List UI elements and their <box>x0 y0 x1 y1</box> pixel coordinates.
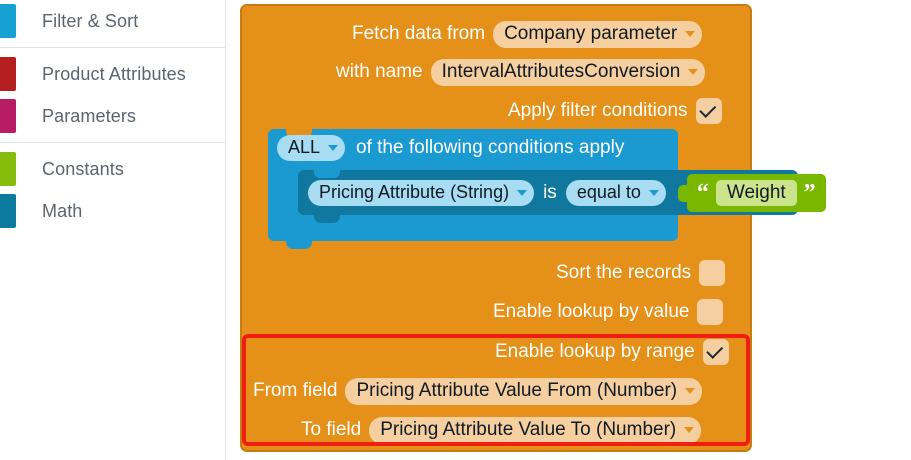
with-name-row: with name IntervalAttributesConversion <box>336 56 706 88</box>
chevron-down-icon <box>517 189 528 196</box>
sidebar-item-label: Parameters <box>42 105 137 126</box>
quote-open-icon: “ <box>696 179 709 206</box>
from-field-row: From field Pricing Attribute Value From … <box>253 375 703 407</box>
sidebar-item-label: Math <box>42 200 83 221</box>
quantifier-suffix-label: of the following conditions apply <box>356 136 625 158</box>
parameter-name-dropdown[interactable]: IntervalAttributesConversion <box>430 58 706 86</box>
comparison-block[interactable]: Pricing Attribute (String) is equal to “… <box>298 169 826 223</box>
block-plug-tab <box>677 184 688 202</box>
block-bottom-tab <box>286 240 312 249</box>
sidebar-group-1: Filter & Sort <box>0 0 226 42</box>
attribute-value: Pricing Attribute (String) <box>319 182 510 202</box>
fetch-source-dropdown[interactable]: Company parameter <box>493 20 703 48</box>
sidebar-item-label: Constants <box>42 158 124 179</box>
lookup-by-range-row: Enable lookup by range <box>495 336 729 368</box>
quantifier-dropdown[interactable]: ALL <box>277 134 346 161</box>
sidebar-item-filter-and-sort[interactable]: Filter & Sort <box>0 0 226 42</box>
parameters-color-swatch <box>0 99 16 133</box>
chevron-down-icon <box>648 189 659 196</box>
sidebar-divider-2 <box>0 142 226 143</box>
to-field-label: To field <box>301 419 362 440</box>
constants-color-swatch <box>0 152 16 186</box>
sort-records-label: Sort the records <box>556 262 692 283</box>
comparison-row: Pricing Attribute (String) is equal to “… <box>298 170 826 215</box>
lookup-by-value-checkbox[interactable] <box>697 299 724 325</box>
with-name-label: with name <box>336 61 423 82</box>
fetch-data-from-label: Fetch data from <box>352 23 486 44</box>
block-top-notch <box>314 169 340 178</box>
check-icon <box>706 341 724 359</box>
to-field-row: To field Pricing Attribute Value To (Num… <box>301 414 702 446</box>
category-sidebar: Filter & Sort Product Attributes Paramet… <box>0 0 226 460</box>
apply-filter-conditions-label: Apply filter conditions <box>508 100 688 121</box>
condition-group-block[interactable]: ALL of the following conditions apply Pr… <box>268 128 826 249</box>
apply-filter-conditions-row: Apply filter conditions <box>508 95 722 127</box>
from-field-label: From field <box>253 380 338 401</box>
quote-close-icon: ” <box>803 179 816 206</box>
lookup-by-value-label: Enable lookup by value <box>493 301 690 322</box>
from-field-value: Pricing Attribute Value From (Number) <box>356 380 678 401</box>
fetch-source-value: Company parameter <box>504 23 678 44</box>
math-color-swatch <box>0 194 16 228</box>
attribute-dropdown[interactable]: Pricing Attribute (String) <box>308 179 535 206</box>
product-attributes-color-swatch <box>0 57 16 91</box>
chevron-down-icon <box>684 427 695 433</box>
block-top-notch <box>286 128 312 137</box>
chevron-down-icon <box>688 69 699 75</box>
sidebar-border <box>225 0 226 460</box>
sidebar-item-label: Product Attributes <box>42 63 186 84</box>
sidebar-group-2: Product Attributes Parameters <box>0 53 226 137</box>
string-literal-block[interactable]: “ Weight ” <box>677 173 826 212</box>
comparison-operator-word: is <box>543 181 557 203</box>
chevron-down-icon <box>685 31 696 37</box>
fetch-data-from-row: Fetch data from Company parameter <box>352 18 703 50</box>
quantifier-row: ALL of the following conditions apply <box>268 129 678 166</box>
sidebar-item-math[interactable]: Math <box>0 190 226 232</box>
sidebar-group-3: Constants Math <box>0 148 226 232</box>
sidebar-divider-1 <box>0 47 226 48</box>
sidebar-item-constants[interactable]: Constants <box>0 148 226 190</box>
quantifier-value: ALL <box>288 137 321 157</box>
operator-dropdown[interactable]: equal to <box>565 179 666 206</box>
chevron-down-icon <box>328 144 339 151</box>
block-bottom-tab <box>314 214 340 223</box>
sidebar-item-product-attributes[interactable]: Product Attributes <box>0 53 226 95</box>
sort-records-checkbox[interactable] <box>699 260 726 286</box>
sort-records-row: Sort the records <box>556 257 726 289</box>
lookup-by-range-checkbox[interactable] <box>702 339 729 365</box>
to-field-dropdown[interactable]: Pricing Attribute Value To (Number) <box>369 416 702 444</box>
lookup-by-range-label: Enable lookup by range <box>495 341 695 362</box>
sidebar-item-label: Filter & Sort <box>42 10 139 31</box>
parameter-name-value: IntervalAttributesConversion <box>441 61 681 82</box>
filter-and-sort-color-swatch <box>0 4 16 38</box>
lookup-by-value-row: Enable lookup by value <box>493 296 724 328</box>
string-literal-input[interactable]: Weight <box>715 179 797 206</box>
check-icon <box>699 100 717 118</box>
operator-value: equal to <box>576 182 641 202</box>
sidebar-item-parameters[interactable]: Parameters <box>0 95 226 137</box>
from-field-dropdown[interactable]: Pricing Attribute Value From (Number) <box>345 377 703 405</box>
apply-filter-conditions-checkbox[interactable] <box>695 98 722 124</box>
chevron-down-icon <box>685 388 696 394</box>
to-field-value: Pricing Attribute Value To (Number) <box>380 419 677 440</box>
